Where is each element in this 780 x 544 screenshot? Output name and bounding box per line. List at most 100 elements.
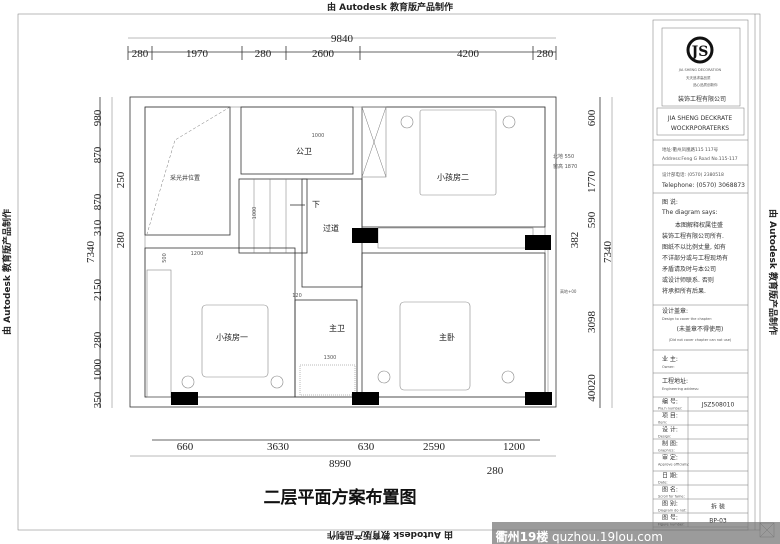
svg-text:天天追求高品质: 天天追求高品质 [686, 75, 711, 80]
svg-text:WOCKRPORATERKS: WOCKRPORATERKS [671, 125, 729, 132]
title-block-row-label-en: Approve officially: [658, 463, 689, 467]
master-bath [294, 299, 358, 398]
label-master-bath: 主卫 [329, 323, 345, 333]
dim-right-total: 7340 [602, 241, 614, 264]
svg-text:1300: 1300 [324, 355, 337, 361]
bottom-dimensions: 660 3630 630 2590 1200 8990 280 [130, 439, 556, 477]
svg-text:280: 280 [92, 331, 104, 348]
svg-text:980: 980 [92, 109, 104, 126]
svg-text:280: 280 [255, 48, 272, 60]
company-logo: JS JIA SHENG DECORATION 天天追求高品质 品心品质创新你 [678, 36, 721, 87]
title-block-row-label: 图 号: [662, 515, 678, 522]
label-kids-room-1: 小孩房一 [216, 332, 248, 342]
svg-text:工程地址:: 工程地址: [662, 377, 688, 385]
autodesk-watermark-right: 由 Autodesk 教育版产品制作 [767, 209, 779, 335]
title-block-row-value: JSZ508010 [701, 402, 735, 409]
svg-text:或设计师联系. 否则: 或设计师联系. 否则 [662, 276, 714, 284]
svg-text:业 主:: 业 主: [662, 355, 678, 363]
svg-text:不详部分或与工程现场有: 不详部分或与工程现场有 [662, 254, 728, 262]
plan-walls [129, 96, 557, 408]
label-lightwell: 采光井位置 [170, 174, 200, 182]
label-stair-down: 下 [312, 200, 320, 209]
bed [201, 304, 269, 378]
left-dimensions: 7340 980 870 250 870 310 280 2150 280 10… [85, 97, 127, 408]
room-labels: 采光井位置 公卫 1000 下 1000 过道 小孩房二 北地 550 窗高 1… [162, 133, 577, 361]
svg-text:图纸不以比例丈量, 如有: 图纸不以比例丈量, 如有 [662, 243, 726, 251]
label-corridor: 过道 [323, 223, 339, 233]
autodesk-watermark-bottom: 由 Autodesk 教育版产品制作 [327, 529, 453, 541]
svg-text:2150: 2150 [92, 279, 104, 302]
title-block-row-label-en: Graphics: [658, 449, 675, 453]
title-block-row-value: BP-03 [709, 518, 727, 525]
dim-top-total: 9840 [331, 33, 354, 45]
dim-left-total: 7340 [85, 241, 97, 264]
top-dimensions: 9840 280 1970 280 2600 4200 280 [127, 33, 557, 60]
title-block-row-label: 审 定: [662, 454, 678, 462]
svg-text:870: 870 [92, 193, 104, 210]
svg-text:1200: 1200 [191, 251, 204, 257]
svg-text:3098: 3098 [586, 311, 598, 334]
svg-text:310: 310 [92, 219, 104, 236]
title-block-row-label: 图 名: [662, 486, 678, 494]
svg-text:40020: 40020 [586, 374, 598, 402]
site-watermark: 衢州19楼 quzhou.19lou.com [492, 522, 780, 544]
title-block-row-label: 图 别: [662, 500, 678, 508]
title-block-row-label: 设 计: [662, 426, 678, 434]
svg-text:Engineering address:: Engineering address: [662, 387, 699, 391]
svg-text:280: 280 [132, 48, 149, 60]
svg-text:图 说:: 图 说: [662, 198, 678, 206]
title-block-row-label: 日 期: [662, 472, 678, 480]
svg-text:JS: JS [690, 44, 709, 60]
bed [419, 109, 497, 196]
svg-text:将承担所有后果.: 将承担所有后果. [662, 287, 706, 295]
title-block-row-label-en: Item: [658, 421, 667, 425]
svg-text:3630: 3630 [267, 441, 290, 453]
svg-text:2600: 2600 [312, 48, 335, 60]
stair [238, 178, 308, 254]
title-block-row-label-en: Scroll for fame: [658, 495, 685, 499]
title-block-row-label-en: Pla.h number: [658, 407, 682, 411]
svg-text:280: 280 [487, 465, 504, 477]
title-block-row-label: 编 号: [662, 398, 678, 406]
svg-text:1770: 1770 [586, 171, 598, 194]
svg-text:Owner:: Owner: [662, 365, 675, 369]
svg-text:品心品质创新你: 品心品质创新你 [693, 82, 718, 87]
right-dimensions: 600 1770 590 382 7340 3098 40020 [569, 97, 614, 408]
drawing-title: 二层平面方案布置图 [264, 487, 417, 508]
title-block-row-label: 制 图: [662, 440, 678, 448]
svg-text:280: 280 [537, 48, 554, 60]
svg-text:4200: 4200 [457, 48, 480, 60]
svg-text:1000: 1000 [92, 359, 104, 382]
svg-text:Design to cover the chapter:: Design to cover the chapter: [662, 317, 712, 321]
svg-text:870: 870 [92, 146, 104, 163]
master-bedroom [361, 252, 546, 398]
svg-text:装饰工程有限公司: 装饰工程有限公司 [678, 95, 726, 103]
label-kids-room-2: 小孩房二 [437, 172, 469, 182]
svg-text:1970: 1970 [186, 48, 209, 60]
svg-text:北地 550: 北地 550 [553, 153, 574, 160]
title-block-row-label-en: Figure number: [658, 523, 685, 527]
lightwell [144, 106, 231, 236]
svg-text:280: 280 [115, 231, 127, 248]
title-block-row-label: 项 目: [662, 413, 678, 420]
autodesk-watermark-top: 由 Autodesk 教育版产品制作 [327, 1, 453, 13]
site-brand: 衢州19楼 [496, 529, 549, 544]
svg-text:设计部电话: (0570) 2380518: 设计部电话: (0570) 2380518 [662, 171, 724, 178]
svg-text:1200: 1200 [503, 441, 526, 453]
svg-text:500: 500 [162, 253, 168, 263]
title-block-row-label-en: Date: [658, 481, 668, 485]
svg-text:地址:衢州凤凰路115 117号: 地址:衢州凤凰路115 117号 [662, 146, 719, 153]
kids-room-1 [144, 247, 296, 398]
svg-text:装饰工程有限公司所有.: 装饰工程有限公司所有. [662, 232, 724, 240]
svg-text:2590: 2590 [423, 441, 446, 453]
title-block: JS JIA SHENG DECORATION 天天追求高品质 品心品质创新你 … [652, 19, 749, 531]
svg-text:120: 120 [292, 293, 302, 299]
label-master-bedroom: 主卧 [439, 332, 455, 342]
svg-text:设计盖章:: 设计盖章: [662, 307, 688, 315]
public-bath [240, 106, 354, 175]
title-block-row-value: 拆 装 [711, 503, 725, 511]
svg-text:本图解释权属佳盛: 本图解释权属佳盛 [675, 221, 723, 229]
svg-text:矛盾请及时与本公司: 矛盾请及时与本公司 [662, 265, 716, 273]
svg-text:1000: 1000 [312, 133, 325, 139]
